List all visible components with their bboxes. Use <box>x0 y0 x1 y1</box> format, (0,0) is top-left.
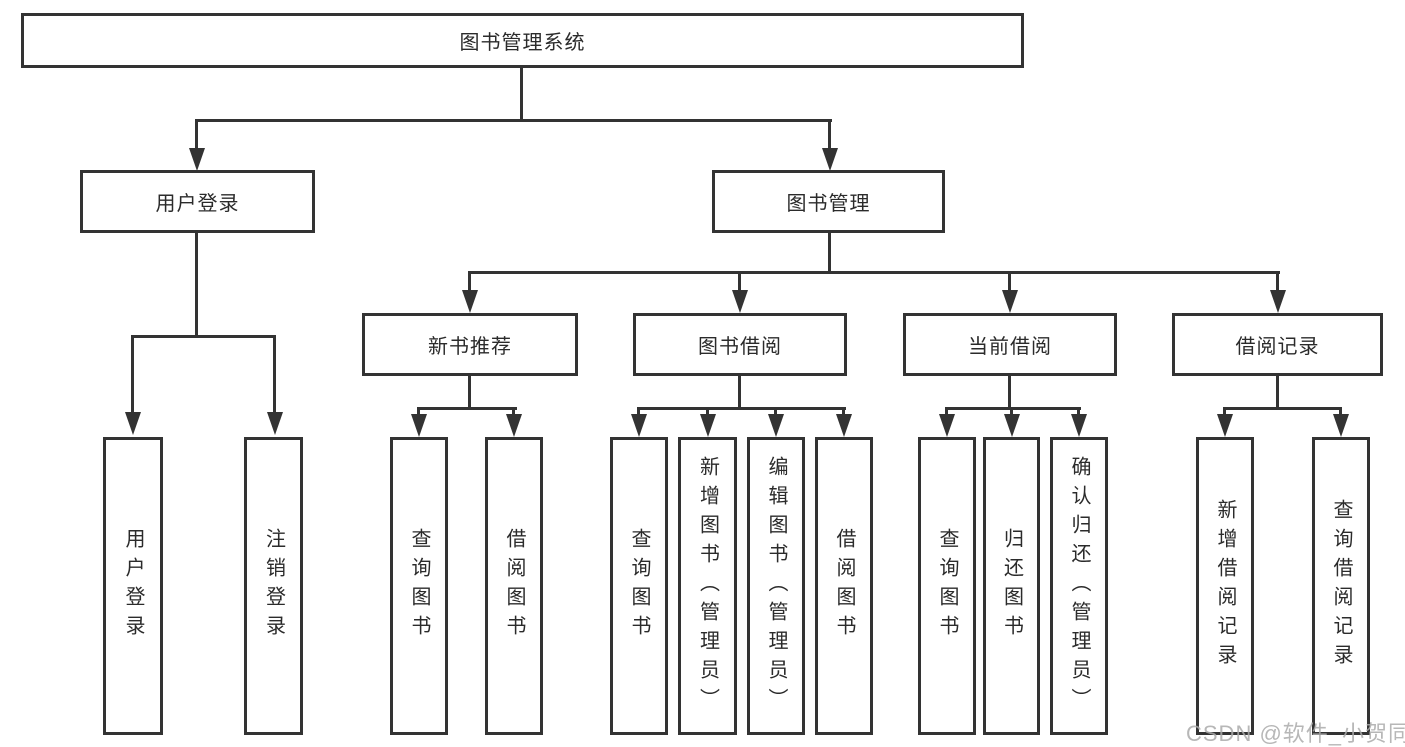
connector-line <box>1077 407 1080 417</box>
arrowhead-down-icon <box>631 414 647 437</box>
connector-line <box>417 407 420 417</box>
connector-line <box>1008 271 1011 293</box>
connector-line <box>706 407 709 417</box>
arrowhead-down-icon <box>939 414 955 437</box>
connector-line <box>828 119 831 151</box>
connector-line <box>738 271 741 293</box>
node-label: 借阅记录 <box>1235 336 1320 358</box>
connector-line <box>417 407 517 410</box>
node-label: 当前借阅 <box>968 336 1052 358</box>
leaf-confirm-return-admin: 确认归还（管理员） <box>1050 437 1108 735</box>
connector-line <box>195 119 832 122</box>
node-new-book-recommend: 新书推荐 <box>362 313 578 376</box>
connector-line <box>195 119 198 151</box>
arrowhead-down-icon <box>189 148 205 171</box>
connector-line <box>468 271 1280 274</box>
connector-line <box>195 233 198 338</box>
arrowhead-down-icon <box>1071 414 1087 437</box>
leaf-return-books: 归还图书 <box>983 437 1040 735</box>
node-label: 用户登录 <box>155 193 240 215</box>
node-label: 用户登录 <box>122 528 144 644</box>
connector-line <box>1276 271 1279 293</box>
arrowhead-down-icon <box>836 414 852 437</box>
leaf-borrow-books: 借阅图书 <box>485 437 543 735</box>
leaf-query-borrow-record: 查询借阅记录 <box>1312 437 1370 735</box>
leaf-user-login: 用户登录 <box>103 437 163 735</box>
node-user-login: 用户登录 <box>80 170 315 233</box>
arrowhead-down-icon <box>768 414 784 437</box>
node-label: 图书借阅 <box>698 336 782 358</box>
connector-line <box>828 233 831 274</box>
connector-line <box>738 376 741 410</box>
arrowhead-down-icon <box>506 414 522 437</box>
arrowhead-down-icon <box>1004 414 1020 437</box>
node-label: 编辑图书（管理员） <box>765 455 787 717</box>
connector-line <box>1223 407 1226 417</box>
node-label: 归还图书 <box>1000 528 1023 644</box>
connector-line <box>468 376 471 410</box>
arrowhead-down-icon <box>411 414 427 437</box>
connector-line <box>131 335 134 415</box>
node-label: 新增借阅记录 <box>1214 499 1236 673</box>
node-library-management-system: 图书管理系统 <box>21 13 1024 68</box>
leaf-logout: 注销登录 <box>244 437 303 735</box>
node-label: 图书管理系统 <box>459 32 586 54</box>
node-label: 新增图书（管理员） <box>696 455 719 717</box>
node-label: 图书管理 <box>786 193 871 215</box>
connector-line <box>945 407 948 417</box>
arrowhead-down-icon <box>732 290 748 313</box>
node-borrow-records: 借阅记录 <box>1172 313 1383 376</box>
connector-line <box>273 335 276 415</box>
node-book-management: 图书管理 <box>712 170 945 233</box>
connector-line <box>637 407 846 410</box>
arrowhead-down-icon <box>1333 414 1349 437</box>
connector-line <box>774 407 777 417</box>
arrowhead-down-icon <box>822 148 838 171</box>
connector-line <box>842 407 845 417</box>
connector-line <box>1010 407 1013 417</box>
arrowhead-down-icon <box>462 290 478 313</box>
node-label: 借阅图书 <box>833 528 855 644</box>
connector-line <box>520 68 523 122</box>
connector-line <box>131 335 276 338</box>
leaf-edit-books-admin: 编辑图书（管理员） <box>747 437 805 735</box>
arrowhead-down-icon <box>1002 290 1018 313</box>
node-label: 确认归还（管理员） <box>1068 455 1090 717</box>
node-label: 注销登录 <box>262 528 285 644</box>
leaf-query-books: 查询图书 <box>610 437 668 735</box>
arrowhead-down-icon <box>125 412 141 435</box>
connector-line <box>512 407 515 417</box>
leaf-add-borrow-record: 新增借阅记录 <box>1196 437 1254 735</box>
arrowhead-down-icon <box>700 414 716 437</box>
node-label: 查询图书 <box>408 528 430 644</box>
node-label: 查询图书 <box>628 528 650 644</box>
leaf-borrow-books: 借阅图书 <box>815 437 873 735</box>
leaf-query-books: 查询图书 <box>918 437 976 735</box>
arrowhead-down-icon <box>267 412 283 435</box>
arrowhead-down-icon <box>1270 290 1286 313</box>
node-label: 查询借阅记录 <box>1330 499 1352 673</box>
csdn-watermark: CSDN @软件_小贺同学 <box>1186 721 1405 746</box>
connector-line <box>468 271 471 293</box>
leaf-query-books: 查询图书 <box>390 437 448 735</box>
node-book-borrow: 图书借阅 <box>633 313 847 376</box>
connector-line <box>1339 407 1342 417</box>
connector-line <box>1223 407 1341 410</box>
node-label: 新书推荐 <box>428 336 512 358</box>
connector-line <box>1276 376 1279 410</box>
connector-line <box>637 407 640 417</box>
connector-line <box>945 407 1081 410</box>
leaf-add-books-admin: 新增图书（管理员） <box>678 437 737 735</box>
arrowhead-down-icon <box>1217 414 1233 437</box>
node-label: 借阅图书 <box>503 528 525 644</box>
connector-line <box>1008 376 1011 410</box>
node-current-borrow: 当前借阅 <box>903 313 1117 376</box>
node-label: 查询图书 <box>936 528 958 644</box>
